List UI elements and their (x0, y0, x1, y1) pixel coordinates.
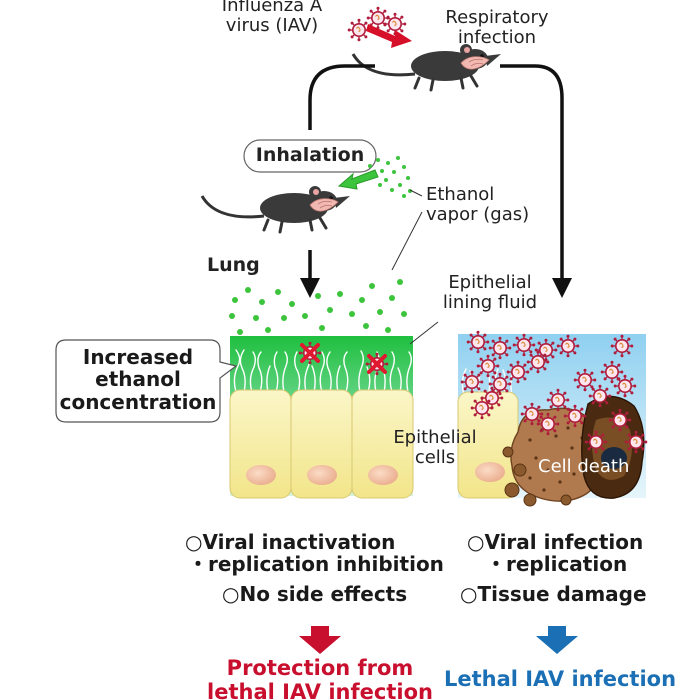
lining-fluid-line2: lining fluid (442, 292, 538, 314)
arrow-down-right (552, 278, 572, 298)
branch-line-left (308, 64, 375, 130)
result-protection-line1: Protection from (226, 656, 414, 680)
route-label-line1: Respiratory (445, 7, 549, 28)
result-protection: Protection from lethal IAV infection (190, 656, 450, 700)
callout-line3: concentration (59, 389, 217, 414)
outcome-left-line3: ○No side effects (222, 582, 408, 606)
red-infection-arrow (366, 24, 412, 48)
route-label: Respiratory infection (422, 7, 572, 49)
outcome-left-line1: ○Viral inactivation (185, 530, 396, 554)
lining-fluid-line1: Epithelial (448, 272, 532, 293)
ethanol-vapor-label: Ethanol vapor (gas) (426, 184, 530, 226)
callout-text: Increased ethanol concentration (56, 345, 220, 414)
callout-bubble (55, 339, 238, 423)
green-inhalation-arrow (337, 169, 379, 190)
left-tissue (229, 336, 414, 499)
epithelial-cells-label: Epithelial cells (380, 427, 490, 469)
mouse-inhaling (200, 184, 352, 234)
inhalation-box (243, 139, 377, 173)
route-label-line2: infection (457, 27, 537, 49)
inhalation-label: Inhalation (255, 144, 365, 166)
callout-line2: ethanol (95, 367, 181, 392)
outcome-right-line3: ○Tissue damage (460, 582, 647, 606)
branch-line-right (500, 64, 564, 280)
result-protection-line2: lethal IAV infection (207, 679, 433, 700)
mouse-infected (351, 42, 503, 92)
outcome-right-line1: ○Viral infection (467, 530, 644, 554)
ethanol-label-line2: vapor (gas) (426, 204, 530, 226)
epithelial-cells-line1: Epithelial (393, 427, 477, 448)
right-tissue (457, 334, 646, 507)
virus-label: Influenza A virus (IAV) (197, 0, 347, 36)
arrow-down-left (300, 278, 320, 298)
lining-fluid-label: Epithelial lining fluid (420, 272, 560, 314)
outcome-left-line2: ・replication inhibition (188, 552, 444, 576)
ethanol-leader-lines (391, 189, 423, 271)
virus-label-line1: Influenza A (221, 0, 323, 16)
result-lethal: Lethal IAV infection (443, 667, 677, 691)
lining-fluid-leader (409, 321, 439, 345)
epithelial-cells-line2: cells (414, 447, 456, 469)
ethanol-droplets (229, 279, 407, 335)
result-arrow-red (299, 626, 341, 654)
lung-label: Lung (207, 254, 260, 276)
inactivated-virus-group (297, 340, 390, 377)
result-arrow-blue (536, 626, 578, 654)
callout-line1: Increased (82, 345, 194, 369)
virus-label-line2: virus (IAV) (225, 15, 319, 37)
cell-death-label: Cell death (538, 456, 630, 477)
ethanol-label-line1: Ethanol (426, 184, 495, 205)
outcome-right-line2: ・replication (486, 552, 628, 576)
